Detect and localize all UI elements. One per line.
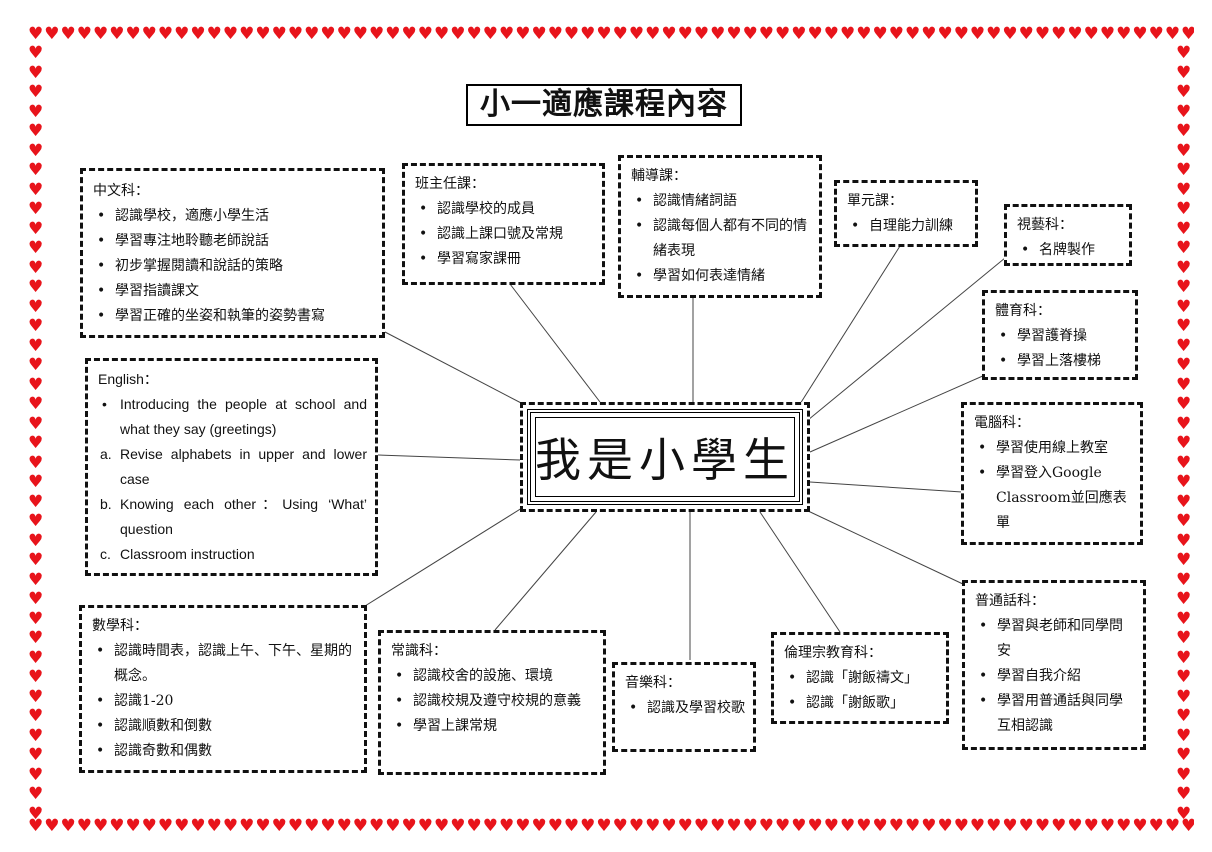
- list-item: 認識情緒詞語: [631, 189, 811, 214]
- box-visual-arts-heading: 視藝科：: [1017, 217, 1073, 233]
- box-general-studies-heading: 常識科：: [391, 643, 447, 659]
- connector-computer: [809, 481, 963, 493]
- center-node: 我是小學生: [520, 402, 810, 512]
- connector-class-teacher: [509, 283, 601, 403]
- box-counseling: 輔導課： 認識情緒詞語 認識每個人都有不同的情緒表現 學習如何表達情緒: [618, 155, 822, 298]
- box-pe: 體育科： 學習護脊操 學習上落樓梯: [982, 290, 1138, 380]
- list-item: 學習自我介紹: [975, 664, 1135, 689]
- list-item: 初步掌握閱讀和說話的策略: [93, 254, 374, 279]
- box-class-teacher: 班主任課： 認識學校的成員 認識上課口號及常規 學習寫家課冊: [402, 163, 605, 285]
- box-class-teacher-heading: 班主任課：: [415, 176, 485, 192]
- box-english-heading: English：: [98, 371, 158, 387]
- center-label: 我是小學生: [527, 409, 803, 505]
- box-visual-arts: 視藝科： 名牌製作: [1004, 204, 1132, 266]
- list-item: 學習用普通話與同學互相認識: [975, 689, 1135, 739]
- connector-math: [364, 507, 523, 607]
- list-item: 認識時間表，認識上午、下午、星期的概念。: [92, 639, 356, 689]
- list-item: a. Revise alphabets in upper and lower ca…: [98, 442, 367, 492]
- box-english: English： Introducing the people at schoo…: [85, 358, 378, 576]
- list-item: 認識學校的成員: [415, 197, 594, 222]
- box-ethics-heading: 倫理宗教育科：: [784, 645, 882, 661]
- list-item: 認識奇數和偶數: [92, 739, 356, 764]
- box-computer-heading: 電腦科：: [974, 415, 1030, 431]
- list-item: 學習上課常規: [391, 714, 595, 739]
- box-computer: 電腦科： 學習使用線上教室 學習登入Google Classroom並回應表單: [961, 402, 1143, 545]
- connector-unit: [799, 245, 901, 405]
- box-putonghua: 普通話科： 學習與老師和同學問安 學習自我介紹 學習用普通話與同學互相認識: [962, 580, 1146, 750]
- box-math-heading: 數學科：: [92, 618, 148, 634]
- list-item: c. Classroom instruction: [98, 542, 367, 567]
- list-item: 認識「謝飯禱文」: [784, 666, 938, 691]
- connector-visual-arts: [807, 257, 1006, 421]
- list-item: 認識校舍的設施、環境: [391, 664, 595, 689]
- box-unit: 單元課： 自理能力訓練: [834, 180, 978, 247]
- list-item: 認識學校，適應小學生活: [93, 204, 374, 229]
- box-unit-heading: 單元課：: [847, 193, 903, 209]
- list-item: 學習如何表達情緒: [631, 264, 811, 289]
- list-item: 學習與老師和同學問安: [975, 614, 1135, 664]
- list-marker: c.: [100, 546, 111, 562]
- box-general-studies: 常識科： 認識校舍的設施、環境 認識校規及遵守校規的意義 學習上課常規: [378, 630, 606, 775]
- connector-chinese: [384, 331, 526, 406]
- list-item: 認識校規及遵守校規的意義: [391, 689, 595, 714]
- list-item-text: Knowing each other：Using ‘What’ question: [120, 496, 367, 537]
- box-putonghua-heading: 普通話科：: [975, 593, 1045, 609]
- list-item: b. Knowing each other：Using ‘What’ questi…: [98, 492, 367, 542]
- box-ethics: 倫理宗教育科： 認識「謝飯禱文」 認識「謝飯歌」: [771, 632, 949, 724]
- connector-english: [377, 454, 521, 461]
- list-item: 學習護脊操: [995, 324, 1127, 349]
- connector-putonghua: [805, 509, 966, 586]
- heart-border-left: ♥♥♥♥♥♥♥♥♥♥♥♥♥♥♥♥♥♥♥♥♥♥♥♥♥♥♥♥♥♥♥♥♥♥♥♥♥♥♥♥…: [28, 44, 45, 824]
- list-item: 認識及學習校歌: [625, 696, 745, 721]
- heart-border-top: ♥♥♥♥♥♥♥♥♥♥♥♥♥♥♥♥♥♥♥♥♥♥♥♥♥♥♥♥♥♥♥♥♥♥♥♥♥♥♥♥…: [28, 26, 1194, 44]
- list-item: 學習指讀課文: [93, 279, 374, 304]
- list-item: 學習正確的坐姿和執筆的姿勢書寫: [93, 304, 374, 329]
- list-item: 認識「謝飯歌」: [784, 691, 938, 716]
- list-marker: a.: [100, 446, 112, 462]
- list-item: 認識每個人都有不同的情緒表現: [631, 214, 811, 264]
- list-item: 學習登入Google Classroom並回應表單: [974, 461, 1132, 536]
- box-pe-heading: 體育科：: [995, 303, 1051, 319]
- list-marker: b.: [100, 496, 112, 512]
- page-title: 小一適應課程內容: [466, 84, 742, 126]
- list-item: 認識上課口號及常規: [415, 222, 594, 247]
- connector-ethics: [759, 511, 841, 633]
- list-item-text: Classroom instruction: [120, 546, 255, 562]
- list-item: 學習上落樓梯: [995, 349, 1127, 374]
- box-music-heading: 音樂科：: [625, 675, 681, 691]
- list-item: 認識1-20: [92, 689, 356, 714]
- box-counseling-heading: 輔導課：: [631, 168, 687, 184]
- list-item: Introducing the people at school and wha…: [98, 392, 367, 442]
- box-chinese: 中文科： 認識學校，適應小學生活 學習專注地聆聽老師說話 初步掌握閱讀和說話的策…: [80, 168, 385, 338]
- box-math: 數學科： 認識時間表，認識上午、下午、星期的概念。 認識1-20 認識順數和倒數…: [79, 605, 367, 773]
- box-music: 音樂科： 認識及學習校歌: [612, 662, 756, 752]
- list-item: 學習寫家課冊: [415, 247, 594, 272]
- list-item: 學習使用線上教室: [974, 436, 1132, 461]
- list-item: 學習專注地聆聽老師說話: [93, 229, 374, 254]
- list-item: 名牌製作: [1017, 238, 1121, 263]
- list-item: 認識順數和倒數: [92, 714, 356, 739]
- list-item-text: Revise alphabets in upper and lower case: [120, 446, 367, 487]
- connector-general: [494, 511, 597, 631]
- heart-border-right: ♥♥♥♥♥♥♥♥♥♥♥♥♥♥♥♥♥♥♥♥♥♥♥♥♥♥♥♥♥♥♥♥♥♥♥♥♥♥♥♥…: [1176, 44, 1193, 824]
- box-chinese-heading: 中文科：: [93, 183, 149, 199]
- list-item: 自理能力訓練: [847, 214, 967, 239]
- heart-border-bottom: ♥♥♥♥♥♥♥♥♥♥♥♥♥♥♥♥♥♥♥♥♥♥♥♥♥♥♥♥♥♥♥♥♥♥♥♥♥♥♥♥…: [28, 818, 1194, 836]
- connector-pe: [809, 374, 986, 453]
